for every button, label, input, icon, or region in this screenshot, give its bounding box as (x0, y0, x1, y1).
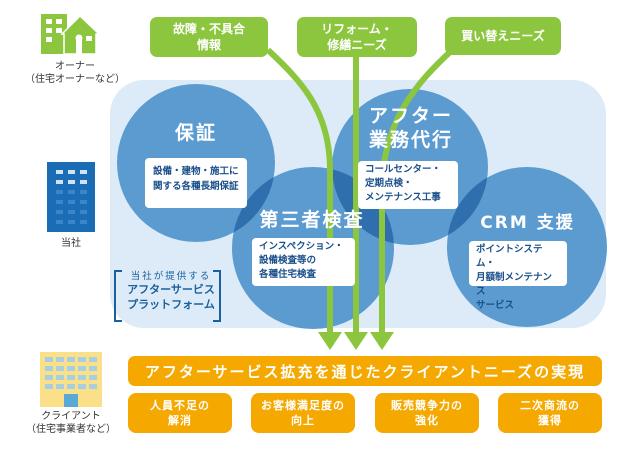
result-secondary-commerce: 二次商流の 獲得 (498, 393, 602, 433)
result-staff-shortage: 人員不足の 解消 (128, 393, 232, 433)
bracket-left (114, 270, 122, 322)
arrowhead-3 (370, 332, 394, 350)
arrowhead-1 (318, 332, 342, 350)
service-title-warranty: 保証 (174, 122, 217, 144)
office-building-icon (47, 162, 95, 232)
company-label: 当社 (61, 238, 81, 249)
service-title-after-service: アフター 業務代行 (368, 105, 453, 151)
service-desc-crm: ポイントシステム・ 月額制メンテナンス サービス (469, 241, 567, 311)
service-title-crm: CRM 支援 (480, 213, 575, 233)
arrow-heads (318, 332, 394, 350)
platform-main: アフターサービス プラットフォーム (127, 283, 215, 311)
owner-label: オーナー （住宅オーナーなど） (25, 61, 125, 85)
client-needs-banner: アフターサービス拡充を通じたクライアントニーズの実現 (128, 356, 602, 386)
client-label: クライアント （住宅事業者など） (26, 411, 116, 435)
apartment-building-icon (40, 352, 102, 407)
service-title-inspection: 第三者検査 (259, 209, 365, 231)
result-sales-competitiveness: 販売競争力の 強化 (375, 393, 479, 433)
house-building-icon (41, 14, 101, 55)
need-callout-replacement: 買い替えニーズ (445, 17, 561, 55)
service-desc-after-service: コールセンター・ 定期点検・ メンテナンス工事 (358, 161, 458, 209)
platform-sub: 当社が提供する (130, 271, 212, 282)
result-customer-satisfaction: お客様満足度の 向上 (251, 393, 355, 433)
need-callout-reform: リフォーム・ 修繕ニーズ (297, 17, 417, 57)
service-desc-warranty: 設備・建物・施工に 関する各種長期保証 (145, 158, 247, 208)
need-callout-failure-info: 故障・不具合 情報 (150, 17, 268, 57)
arrow-failure-info (265, 47, 333, 333)
service-desc-inspection: インスペクション・ 設備検査等の 各種住宅検査 (252, 238, 355, 286)
arrowhead-2 (344, 332, 368, 350)
platform-label: 当社が提供する アフターサービス プラットフォーム (116, 268, 226, 312)
bracket-right (213, 270, 221, 322)
